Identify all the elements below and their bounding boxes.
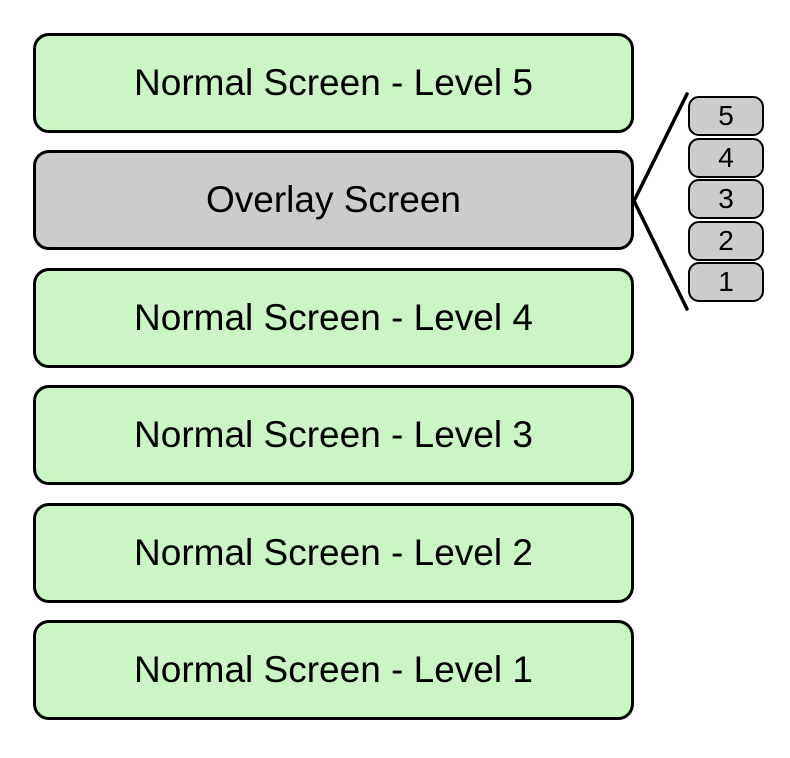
overlay-level-chip-4: 4 — [688, 137, 764, 178]
overlay-level-label: 3 — [718, 183, 734, 214]
screen-box-label: Normal Screen - Level 3 — [134, 414, 533, 455]
screen-box-label: Normal Screen - Level 2 — [134, 532, 533, 573]
overlay-level-chip-1: 1 — [688, 262, 764, 302]
screen-box-label: Normal Screen - Level 5 — [134, 62, 533, 103]
screen-box-label: Normal Screen - Level 1 — [134, 649, 533, 690]
screen-box-level-4: Normal Screen - Level 4 — [33, 268, 634, 368]
overlay-level-label: 4 — [718, 141, 734, 173]
screen-box-level-3: Normal Screen - Level 3 — [33, 385, 634, 485]
connector-line-top — [632, 92, 689, 203]
screen-box-level-1: Normal Screen - Level 1 — [33, 620, 634, 720]
overlay-level-chip-3: 3 — [688, 179, 764, 219]
overlay-level-label: 2 — [718, 224, 734, 256]
screen-box-level-5: Normal Screen - Level 5 — [33, 33, 634, 133]
screen-box-label: Normal Screen - Level 4 — [134, 297, 533, 338]
screen-box-overlay: Overlay Screen — [33, 150, 634, 250]
overlay-level-label: 1 — [718, 266, 734, 297]
connector-line-bottom — [632, 199, 689, 311]
screen-box-level-2: Normal Screen - Level 2 — [33, 503, 634, 603]
overlay-level-chip-5: 5 — [688, 96, 764, 136]
overlay-level-stack: 5 4 3 2 1 — [688, 96, 764, 302]
overlay-level-label: 5 — [718, 100, 734, 131]
screen-box-label: Overlay Screen — [206, 179, 461, 220]
overlay-level-chip-2: 2 — [688, 220, 764, 261]
